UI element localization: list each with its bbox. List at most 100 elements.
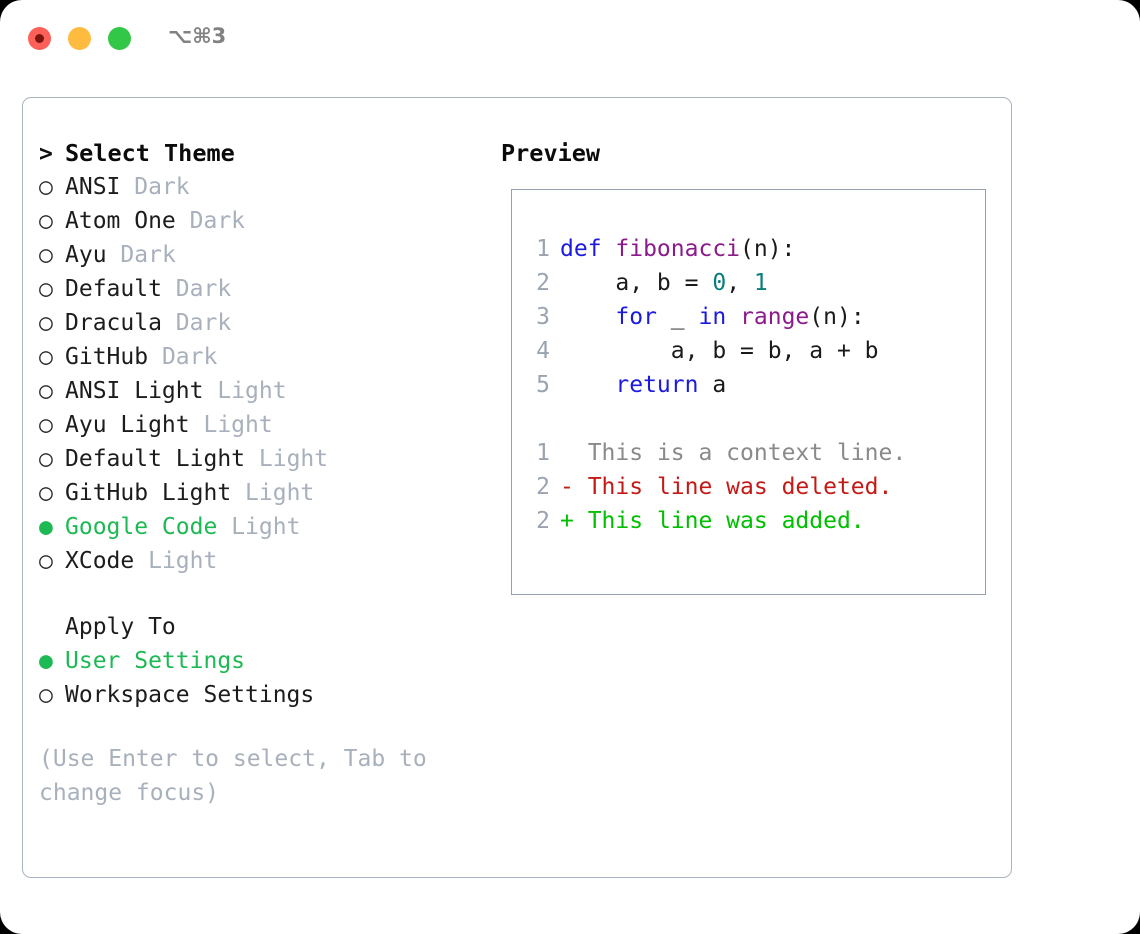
window-titlebar: ⌥⌘3 [0, 0, 1140, 78]
spacer [217, 514, 231, 540]
theme-list-item[interactable]: ○ XCode Light [39, 544, 469, 578]
theme-category-tag: Light [245, 480, 315, 506]
code-token: range [740, 304, 810, 330]
radio-unselected-icon[interactable]: ○ [39, 378, 53, 404]
line-number: 2 [536, 508, 550, 534]
diff-line: 1 This is a context line. [524, 436, 906, 470]
code-token [726, 304, 740, 330]
code-blank-line [524, 402, 906, 436]
code-token: , [726, 270, 754, 296]
theme-list-item[interactable]: ○Ayu Dark [39, 238, 469, 272]
diff-text: This line was deleted. [573, 474, 893, 500]
spacer [190, 412, 204, 438]
radio-unselected-icon[interactable]: ○ [39, 276, 53, 302]
theme-list-item[interactable]: ○Ayu Light Light [39, 408, 469, 442]
code-line: 3 for _ in range(n): [524, 300, 906, 334]
apply-to-label: Workspace Settings [65, 682, 315, 708]
theme-list-item[interactable]: ○Atom One Dark [39, 204, 469, 238]
radio-unselected-icon[interactable]: ○ [39, 242, 53, 268]
radio-unselected-icon[interactable]: ○ [39, 446, 53, 472]
radio-unselected-icon[interactable]: ○ [39, 208, 53, 234]
spacer [245, 446, 259, 472]
theme-category-tag: Dark [175, 310, 232, 336]
theme-name: Ayu [65, 242, 107, 268]
radio-unselected-icon[interactable]: ○ [39, 412, 53, 438]
radio-unselected-icon[interactable]: ○ [39, 174, 53, 200]
keyboard-hint-text: (Use Enter to select, Tab to change focu… [39, 746, 427, 806]
theme-list-item[interactable]: ○ ANSI Dark [39, 170, 469, 204]
maximize-button[interactable] [108, 27, 131, 50]
preview-title: Preview [501, 139, 601, 167]
theme-list-item[interactable]: ○ Dracula Dark [39, 306, 469, 340]
radio-unselected-icon[interactable]: ○ [39, 548, 53, 574]
theme-category-tag: Light [217, 378, 287, 404]
theme-category-tag: Light [231, 514, 301, 540]
spacer [162, 310, 176, 336]
diff-sign: - [560, 474, 574, 500]
code-token: fibonacci [615, 236, 741, 262]
theme-list-item[interactable]: ○ANSI Light Light [39, 374, 469, 408]
code-token: (n): [809, 304, 865, 330]
radio-unselected-icon[interactable]: ○ [39, 310, 53, 336]
select-theme-title: Select Theme [65, 139, 235, 167]
theme-name: XCode [65, 548, 135, 574]
code-token [560, 304, 615, 330]
theme-name: Dracula [65, 310, 162, 336]
code-token: a, b = b, a + b [560, 338, 879, 364]
select-theme-heading: >Select Theme [39, 136, 469, 170]
radio-unselected-icon[interactable]: ○ [39, 344, 53, 370]
spacer [176, 208, 190, 234]
theme-selection-column: >Select Theme ○ANSI Dark○Atom One Dark○A… [39, 136, 469, 810]
theme-list-item[interactable]: ●Google Code Light [39, 510, 469, 544]
close-button[interactable] [28, 27, 51, 50]
line-number: 2 [536, 270, 550, 296]
spacer [120, 174, 134, 200]
radio-unselected-icon[interactable]: ○ [39, 682, 53, 708]
minimize-button[interactable] [68, 27, 91, 50]
code-line: 5 return a [524, 368, 906, 402]
radio-selected-icon[interactable]: ● [39, 648, 53, 674]
spacer [134, 548, 148, 574]
apply-to-option[interactable]: ● User Settings [39, 644, 469, 678]
theme-name: GitHub [65, 344, 149, 370]
code-token [560, 372, 615, 398]
code-token: a, b = [560, 270, 713, 296]
radio-unselected-icon[interactable]: ○ [39, 480, 53, 506]
code-token: return [615, 372, 699, 398]
diff-sign: + [560, 508, 574, 534]
theme-name: ANSI [65, 174, 121, 200]
spacer [107, 242, 121, 268]
theme-category-tag: Light [148, 548, 218, 574]
theme-category-tag: Light [203, 412, 273, 438]
theme-list-item[interactable]: ○GitHub Light Light [39, 476, 469, 510]
code-token: (n): [740, 236, 796, 262]
theme-list-item[interactable]: ○GitHub Dark [39, 340, 469, 374]
code-token: a [698, 372, 727, 398]
code-token: 0 [712, 270, 727, 296]
apply-to-label: User Settings [65, 648, 246, 674]
diff-sign [560, 440, 574, 466]
code-token: for [615, 304, 657, 330]
theme-picker-panel: >Select Theme ○ANSI Dark○Atom One Dark○A… [22, 97, 1012, 878]
spacer [203, 378, 217, 404]
theme-category-tag: Dark [134, 174, 190, 200]
radio-selected-icon[interactable]: ● [39, 514, 53, 540]
code-token: in [698, 304, 727, 330]
keyboard-shortcut-label: ⌥⌘3 [168, 24, 227, 48]
code-line: 2 a, b = 0, 1 [524, 266, 906, 300]
diff-line: 2- This line was deleted. [524, 470, 906, 504]
apply-to-section: Apply To ●User Settings○Workspace Settin… [39, 610, 469, 712]
theme-list-item[interactable]: ○Default Light Light [39, 442, 469, 476]
theme-category-tag: Dark [189, 208, 246, 234]
line-number: 3 [536, 304, 550, 330]
apply-to-option[interactable]: ○ Workspace Settings [39, 678, 469, 712]
diff-line: 2+ This line was added. [524, 504, 906, 538]
theme-name: Default [65, 276, 162, 302]
apply-to-list: ● User Settings ○ Workspace Settings [39, 644, 469, 712]
theme-list-item[interactable]: ○Default Dark [39, 272, 469, 306]
line-number: 1 [536, 236, 550, 262]
